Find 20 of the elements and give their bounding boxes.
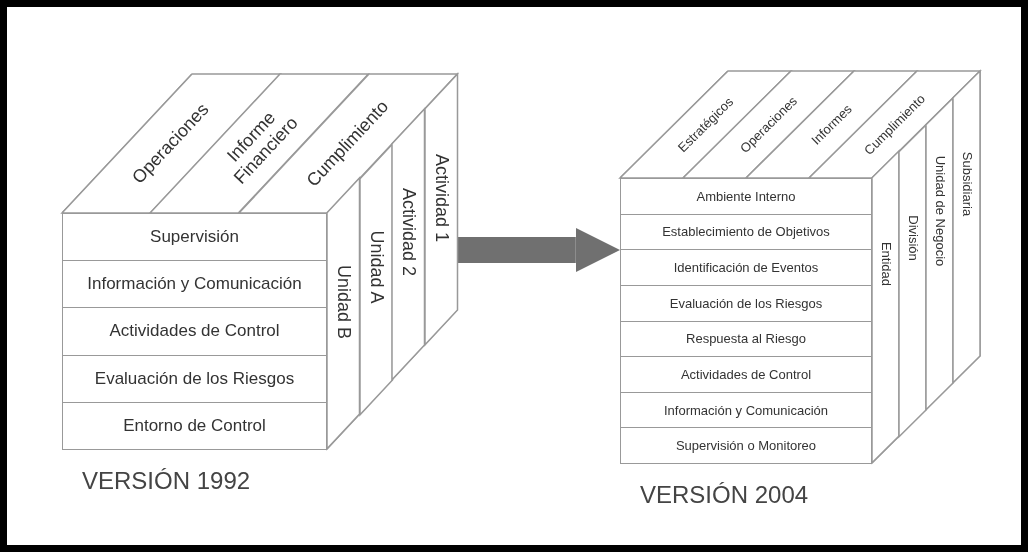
dimension-label: Actividad 2 — [398, 188, 419, 277]
dimension-label: Actividad 1 — [430, 153, 451, 242]
component-row: Identificación de Eventos — [620, 249, 872, 286]
version-caption: VERSIÓN 2004 — [640, 481, 809, 509]
dimension-label: Unidad A — [365, 230, 386, 304]
dimension-label: Subsidiaria — [959, 151, 974, 217]
component-row: Supervisión o Monitoreo — [620, 427, 872, 464]
component-row: Supervisión — [62, 213, 327, 262]
version-caption: VERSIÓN 1992 — [82, 467, 251, 495]
component-row: Ambiente Interno — [620, 178, 872, 215]
dimension-label: Unidad B — [333, 264, 354, 339]
dimension-label: Unidad de Negocio — [932, 155, 947, 267]
component-row: Entorno de Control — [62, 401, 327, 450]
component-row: Evaluación de los Riesgos — [62, 354, 327, 403]
component-row: Información y Comunicación — [62, 260, 327, 309]
dimension-label: Entidad — [878, 242, 893, 287]
component-row: Actividades de Control — [620, 356, 872, 393]
component-row: Evaluación de los Riesgos — [620, 284, 872, 322]
dimension-label: División — [905, 214, 920, 261]
component-row: Actividades de Control — [62, 307, 327, 356]
